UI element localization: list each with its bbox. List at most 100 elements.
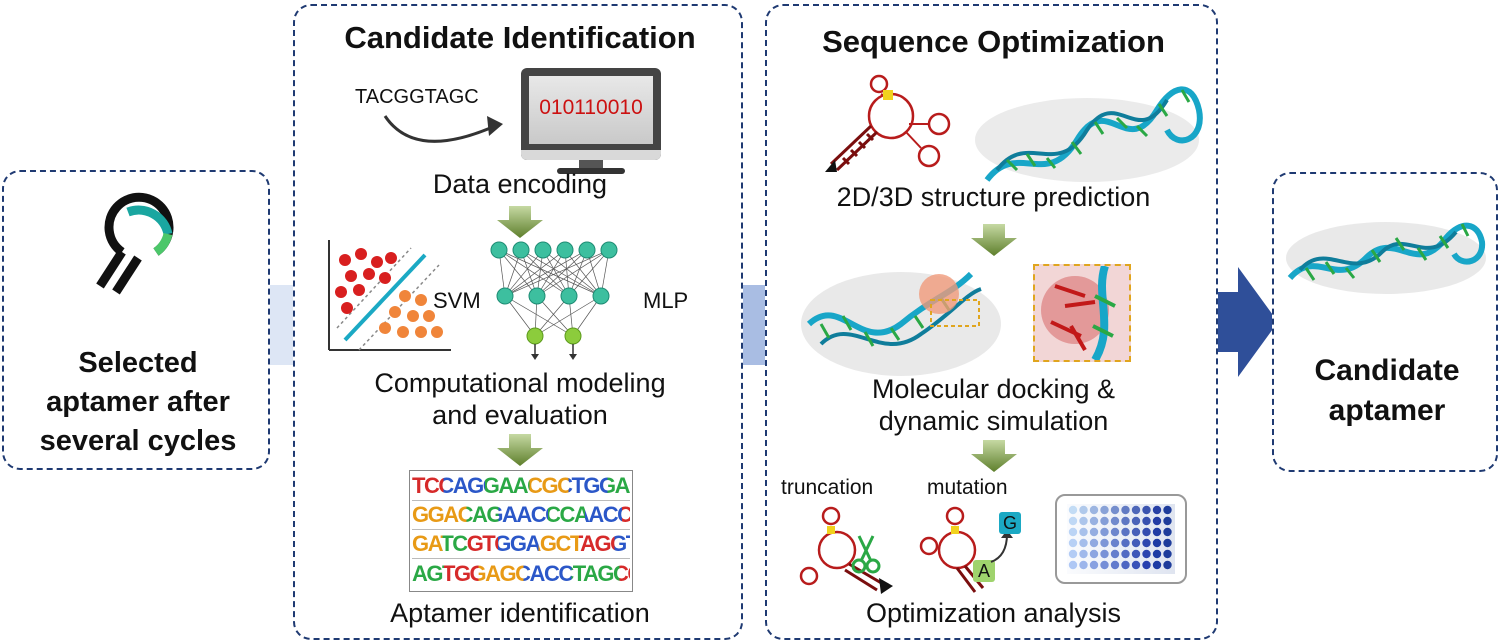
heatmap-dot (1152, 505, 1162, 515)
heatmap-dot (1163, 560, 1172, 570)
encoding-curve-arrow (383, 115, 503, 143)
mlp-network-diagram (490, 241, 618, 360)
selected-aptamer-label-line3: several cycles (39, 425, 237, 457)
heatmap-dot (1079, 527, 1088, 537)
computational-modeling-label-line1: Computational modeling (374, 368, 666, 398)
heatmap-dot (1100, 505, 1109, 515)
heatmap-dot (1089, 527, 1099, 537)
heatmap-dot (1068, 516, 1078, 526)
heatmap-dot (1121, 527, 1130, 537)
truncation-structure (799, 506, 893, 594)
sequence-optimization-title: Sequence Optimization (822, 24, 1165, 59)
sequence-logo-row-4-text: AGTGGAGCACCTAGCGTAT (412, 561, 630, 586)
heatmap-dot (1089, 560, 1099, 570)
aptamer-identification-label: Aptamer identification (390, 598, 650, 628)
heatmap-dot (1089, 516, 1099, 526)
docking-simulation-label-line1: Molecular docking & (871, 374, 1116, 404)
flow-arrow-to-candidate-aptamer (1218, 267, 1278, 377)
mutation-arrow (990, 530, 1013, 563)
candidate-aptamer-panel: Candidate aptamer (1272, 172, 1498, 472)
heatmap-dot (1089, 505, 1099, 515)
aptamer-loop-icon (96, 192, 174, 295)
heatmap-dot (1142, 516, 1151, 526)
connector-left-to-candidate (270, 285, 295, 365)
heatmap-dot (1121, 538, 1130, 548)
heatmap-dot (1121, 549, 1130, 559)
mutation-from-badge: A (973, 560, 995, 582)
heatmap-dot (1100, 527, 1109, 537)
mutation-to-badge: G (999, 512, 1021, 534)
heatmap-dot (1142, 505, 1151, 515)
heatmap-dot (1079, 549, 1088, 559)
sequence-optimization-panel: Sequence Optimization 2D/3D (765, 4, 1218, 640)
heatmap-dot (1110, 527, 1120, 537)
computer-monitor-icon: 010110010 (521, 68, 661, 160)
docking-zoom-inset (1033, 264, 1131, 362)
data-encoding-label: Data encoding (432, 169, 608, 199)
heatmap-dot (1100, 560, 1109, 570)
heatmap-dot (1152, 516, 1162, 526)
heatmap-dot (1121, 560, 1130, 570)
mutation-label: mutation (927, 476, 1008, 499)
heatmap-dot (1142, 560, 1151, 570)
input-sequence: TACGGTAGC (355, 86, 479, 108)
heatmap-dot (1163, 505, 1172, 515)
sequence-logo-row-1: TCCAGGAACGCTGGACGA (412, 472, 630, 501)
monitor-stand (579, 160, 603, 170)
step-arrow-1 (497, 206, 543, 238)
heatmap-dot (1068, 527, 1078, 537)
svm-scatter-plot (328, 240, 451, 351)
heatmap-dot (1079, 538, 1088, 548)
heatmap-dot (1068, 549, 1078, 559)
structure-prediction-label: 2D/3D structure prediction (836, 182, 1151, 212)
sequence-logo-row-2-text: GGACAGAACCCAACCTG (412, 502, 630, 527)
candidate-aptamer-label-line1: Candidate (1314, 354, 1460, 387)
heatmap-dot (1152, 527, 1162, 537)
secondary-structure-diagram (825, 74, 951, 172)
heatmap-dot (1079, 516, 1088, 526)
heatmap-dot (1163, 527, 1172, 537)
heatmap-dot (1068, 505, 1078, 515)
heatmap-dot (1163, 538, 1172, 548)
heatmap-dot (1152, 549, 1162, 559)
heatmap-dot (1142, 549, 1151, 559)
heatmap-dot (1079, 560, 1088, 570)
heatmap-dot (1068, 560, 1078, 570)
candidate-identification-panel: Candidate Identification TACGGTAGC 01011… (293, 4, 743, 640)
heatmap-dot (1131, 538, 1141, 548)
step-arrow-3 (971, 224, 1017, 256)
heatmap-dot (1131, 505, 1141, 515)
heatmap-dot (1163, 516, 1172, 526)
heatmap-dot (1152, 538, 1162, 548)
binary-code: 010110010 (539, 96, 643, 119)
heatmap-dot (1089, 549, 1099, 559)
optimization-heatmap (1055, 494, 1187, 584)
heatmap-dot (1131, 527, 1141, 537)
candidate-aptamer-label-line2: aptamer (1328, 394, 1446, 427)
selected-aptamer-label-line2: aptamer after (46, 386, 230, 418)
svm-label: SVM (433, 288, 481, 313)
heatmap-dot (1110, 549, 1120, 559)
computational-modeling-label-line2: and evaluation (432, 400, 608, 430)
heatmap-dot (1079, 505, 1088, 515)
sequence-logo-panel: TCCAGGAACGCTGGACGA GGACAGAACCCAACCTG GAT… (409, 470, 633, 592)
sequence-logo-row-2: GGACAGAACCCAACCTG (412, 501, 630, 530)
heatmap-dot (1110, 505, 1120, 515)
heatmap-dot (1100, 549, 1109, 559)
docking-complex (801, 271, 1001, 376)
sequence-logo-row-3: GATCGTGGAGCTAGGTAC (412, 530, 630, 559)
truncation-label: truncation (781, 476, 874, 499)
heatmap-dot (1110, 560, 1120, 570)
heatmap-dot (1100, 516, 1109, 526)
sequence-logo-row-3-text: GATCGTGGAGCTAGGTAC (412, 531, 630, 556)
mlp-label: MLP (643, 288, 689, 313)
sequence-logo-row-4: AGTGGAGCACCTAGCGTAT (412, 559, 630, 589)
sequence-logo-row-1-text: TCCAGGAACGCTGGACGA (412, 473, 630, 498)
step-arrow-4 (971, 440, 1017, 472)
heatmap-dot (1121, 516, 1130, 526)
candidate-aptamer-helix (1286, 222, 1486, 294)
heatmap-dot (1131, 549, 1141, 559)
heatmap-dot (1100, 538, 1109, 548)
candidate-identification-title: Candidate Identification (344, 20, 696, 55)
tertiary-structure-helix (975, 86, 1203, 182)
